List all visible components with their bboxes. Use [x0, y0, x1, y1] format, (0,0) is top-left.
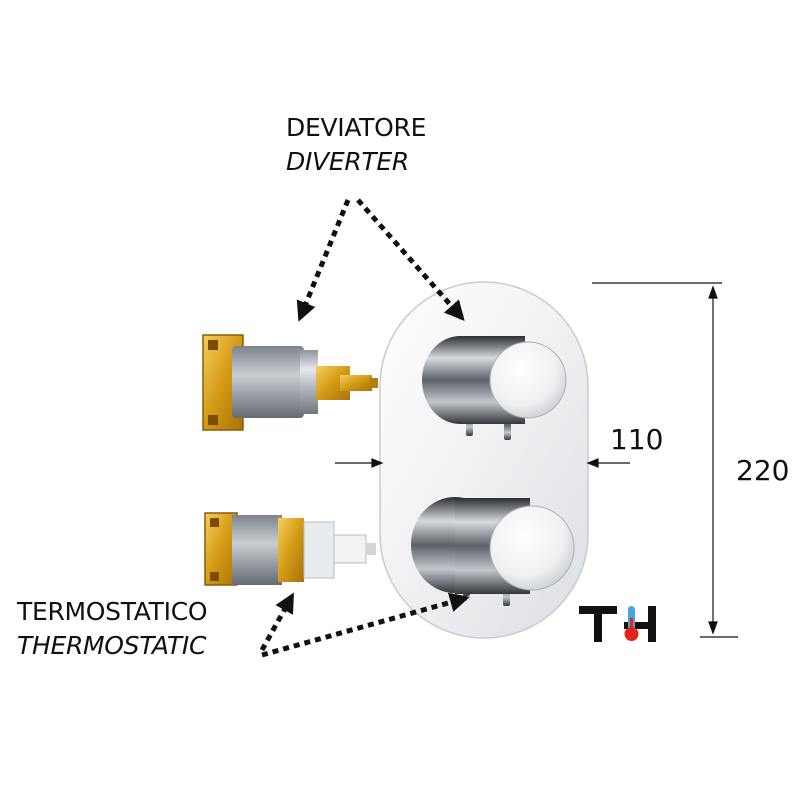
height-dimension	[592, 282, 738, 638]
width-dimension	[335, 458, 630, 468]
width-dimension-value: 110	[610, 423, 664, 456]
height-dimension-value: 220	[736, 454, 790, 487]
thermostatic-arrow-right	[261, 592, 470, 658]
diverter-arrow-left	[296, 199, 351, 322]
thermostatic-knob	[411, 497, 575, 606]
diverter-label-it: DEVIATORE	[286, 113, 427, 142]
thermostatic-arrows	[259, 592, 470, 658]
th-logo	[579, 606, 656, 642]
thermostatic-valve-body	[204, 512, 376, 586]
thermostatic-arrow-left	[259, 592, 295, 652]
diverter-arrow-right	[356, 198, 465, 322]
diverter-arrows	[296, 198, 465, 322]
thermostatic-label-en: THERMOSTATIC	[17, 631, 207, 660]
diverter-label-en: DIVERTER	[286, 147, 409, 176]
thermostatic-label-it: TERMOSTATICO	[17, 597, 208, 626]
diverter-knob	[422, 336, 567, 440]
diverter-valve-body	[202, 334, 378, 431]
